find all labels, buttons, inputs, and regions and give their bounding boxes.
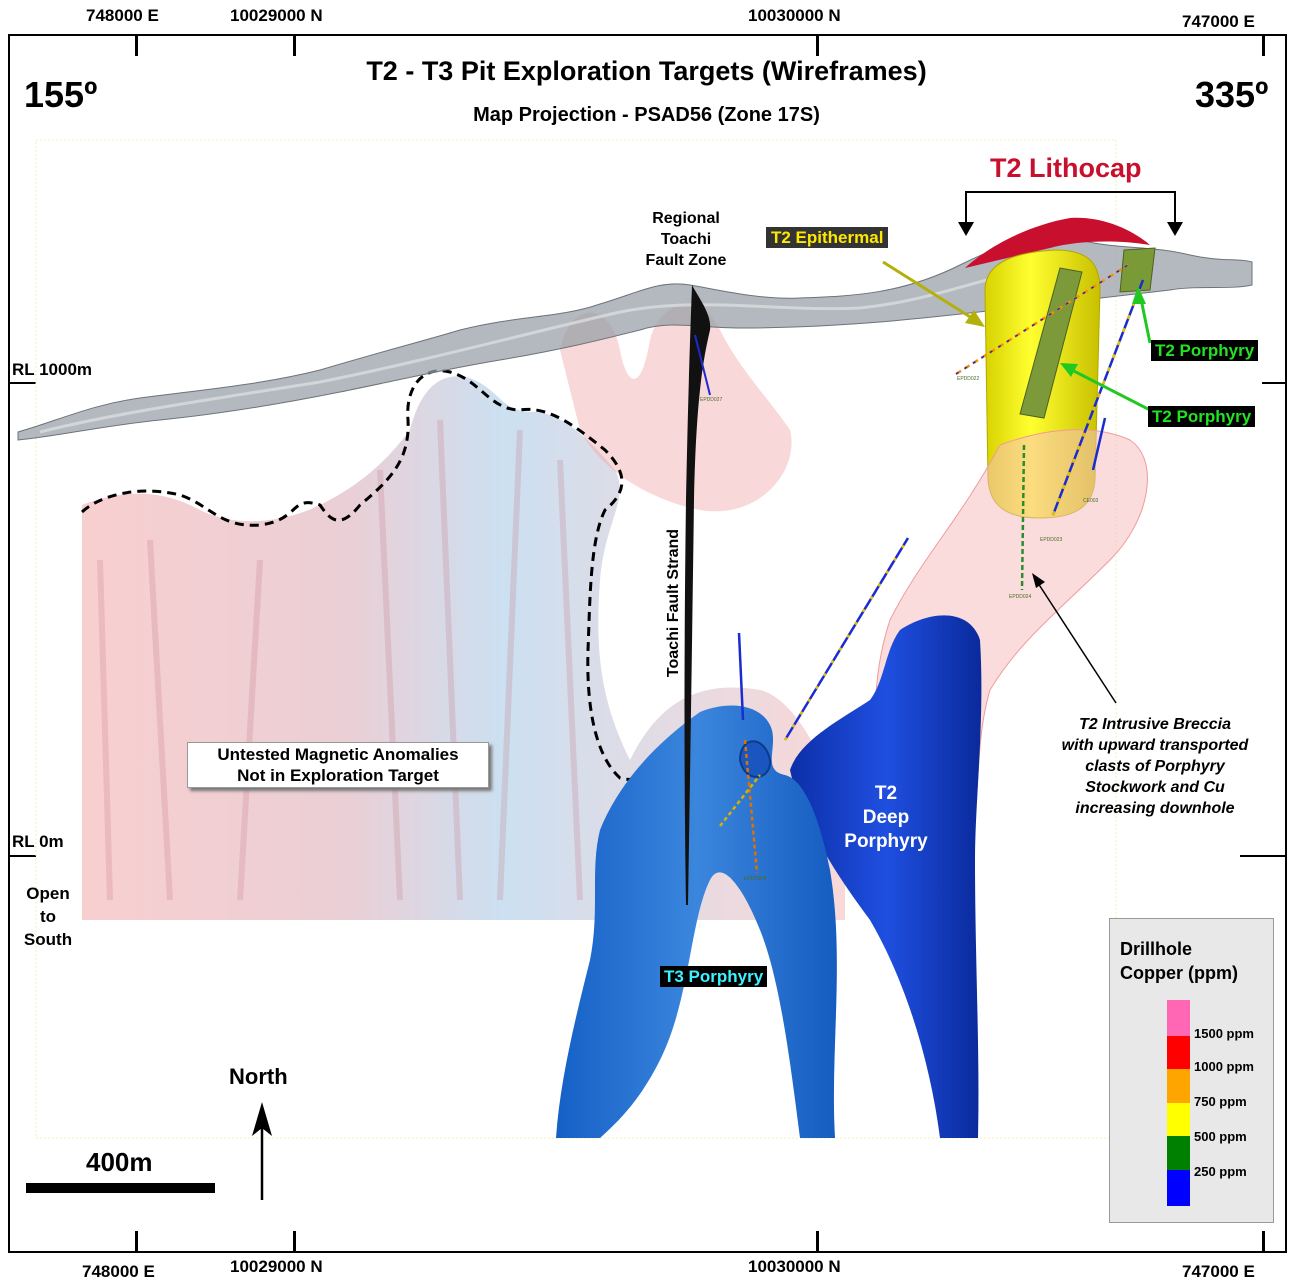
map-title: T2 - T3 Pit Exploration Targets (Wirefra…	[0, 56, 1293, 87]
open-to-south-line: South	[18, 928, 78, 951]
lithocap-label: T2 Lithocap	[990, 153, 1142, 184]
porphyry-label-2: T2 Porphyry	[1148, 407, 1255, 427]
epithermal-label-text: T2 Epithermal	[766, 227, 888, 248]
lithocap-arrow-right	[1167, 222, 1183, 236]
magnetic-anomaly-label: Untested Magnetic Anomalies Not in Explo…	[187, 742, 489, 788]
breccia-line: Stockwork and Cu	[1025, 777, 1285, 798]
drillhole-id-epdd027: EPDD027	[700, 397, 722, 403]
fault-strand-label: Toachi Fault Strand	[665, 529, 683, 677]
deep-porphyry-label: T2 Deep Porphyry	[826, 782, 946, 854]
magnetic-label-line: Not in Exploration Target	[192, 765, 484, 786]
legend-swatch-750	[1167, 1069, 1190, 1103]
rl-1000-label: RL 1000m	[12, 360, 92, 380]
drillhole-id-ce003: CE003	[1083, 498, 1098, 504]
map-subtitle: Map Projection - PSAD56 (Zone 17S)	[0, 104, 1293, 127]
legend-swatch-0	[1167, 1170, 1190, 1206]
legend-swatch-500	[1167, 1103, 1190, 1136]
legend-label-250: 250 ppm	[1194, 1164, 1247, 1179]
lithocap-arrow-left	[958, 222, 974, 236]
legend-swatch-1500	[1167, 1000, 1190, 1036]
legend-title-line: Copper (ppm)	[1120, 961, 1270, 985]
porphyry-label-2-text: T2 Porphyry	[1148, 406, 1255, 427]
drillhole-id-epdd024: EPDD024	[1009, 594, 1031, 600]
lithocap-bracket	[966, 192, 1175, 222]
deep-porphyry-line: Porphyry	[826, 830, 946, 854]
drillhole-id-epdd022: EPDD022	[957, 376, 979, 382]
legend-title-line: Drillhole	[1120, 937, 1270, 961]
legend-label-750: 750 ppm	[1194, 1094, 1247, 1109]
porphyry-label-1-text: T2 Porphyry	[1151, 340, 1258, 361]
north-label: North	[229, 1064, 288, 1090]
epithermal-label: T2 Epithermal	[766, 228, 888, 248]
breccia-line: with upward transported	[1025, 735, 1285, 756]
scale-bar	[26, 1183, 215, 1193]
scale-label: 400m	[86, 1147, 153, 1178]
t2-porphyry-rod-2	[1120, 248, 1155, 292]
azimuth-right: 335º	[1195, 74, 1268, 116]
legend-label-500: 500 ppm	[1194, 1129, 1247, 1144]
regional-fault-line: Fault Zone	[630, 250, 742, 271]
porphyry-label-1: T2 Porphyry	[1151, 341, 1258, 361]
magnetic-label-line: Untested Magnetic Anomalies	[192, 744, 484, 765]
breccia-line: clasts of Porphyry	[1025, 756, 1285, 777]
breccia-label: T2 Intrusive Breccia with upward transpo…	[1025, 714, 1285, 819]
breccia-line: T2 Intrusive Breccia	[1025, 714, 1285, 735]
azimuth-left: 155º	[24, 74, 97, 116]
open-to-south-line: Open	[18, 882, 78, 905]
drillhole-id-epdd023: EPDD023	[1040, 537, 1062, 543]
legend-swatch-250	[1167, 1136, 1190, 1170]
open-to-south: Open to South	[18, 882, 78, 951]
t3-porphyry-label-text: T3 Porphyry	[660, 966, 767, 987]
t3-porphyry-label: T3 Porphyry	[660, 967, 767, 987]
regional-fault-line: Toachi	[630, 229, 742, 250]
drillhole-id-epdd028: EPDD028	[744, 876, 766, 882]
deep-porphyry-line: Deep	[826, 806, 946, 830]
regional-fault-line: Regional	[630, 208, 742, 229]
breccia-line: increasing downhole	[1025, 798, 1285, 819]
legend-swatch-1000	[1167, 1036, 1190, 1069]
copper-legend: Drillhole Copper (ppm) 1500 ppm 1000 ppm…	[1109, 918, 1274, 1223]
legend-title: Drillhole Copper (ppm)	[1120, 937, 1270, 985]
legend-label-1500: 1500 ppm	[1194, 1026, 1254, 1041]
legend-label-1000: 1000 ppm	[1194, 1059, 1254, 1074]
rl-0-label: RL 0m	[12, 832, 64, 852]
breccia-arrow	[1036, 580, 1116, 703]
deep-porphyry-line: T2	[826, 782, 946, 806]
regional-fault-label: Regional Toachi Fault Zone	[630, 208, 742, 271]
open-to-south-line: to	[18, 905, 78, 928]
